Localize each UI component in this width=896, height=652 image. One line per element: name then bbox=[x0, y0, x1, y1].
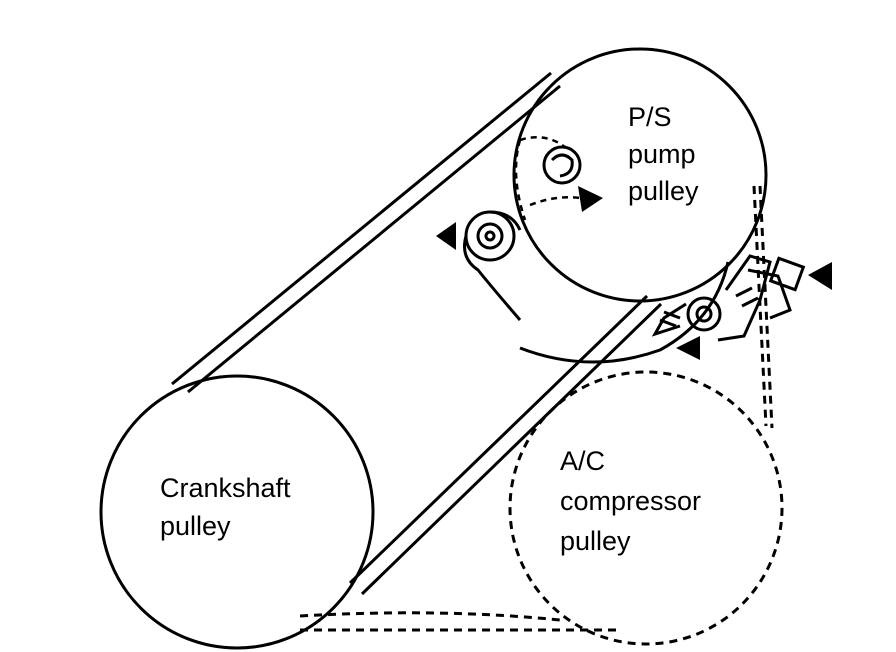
ac-compressor-pulley bbox=[508, 370, 784, 646]
crankshaft-pulley bbox=[99, 374, 375, 650]
ps-belt-lower-loop bbox=[519, 261, 730, 364]
ac-tensioner bbox=[651, 254, 806, 342]
ps-pump-pulley bbox=[512, 47, 768, 303]
ac-label-line3: pulley bbox=[560, 526, 631, 556]
idler-pulley bbox=[463, 210, 522, 321]
arrow-icon-right bbox=[808, 262, 832, 290]
ps-pump-label-line1: P/S bbox=[628, 102, 672, 132]
arrow-icon-idler bbox=[436, 222, 456, 250]
ps-pump-label-line3: pulley bbox=[628, 176, 699, 206]
adjusting-bolt bbox=[514, 135, 582, 221]
arrow-icon-lower bbox=[676, 336, 700, 360]
ac-label-line2: compressor bbox=[560, 486, 701, 516]
arrow-icon-bolt bbox=[578, 186, 603, 212]
ps-belt bbox=[171, 71, 663, 596]
crankshaft-label-line1: Crankshaft bbox=[160, 473, 291, 503]
ac-belt bbox=[299, 185, 774, 632]
ac-label-line1: A/C bbox=[560, 446, 605, 476]
ps-pump-label-line2: pump bbox=[628, 139, 696, 169]
crankshaft-label-line2: pulley bbox=[160, 511, 231, 541]
